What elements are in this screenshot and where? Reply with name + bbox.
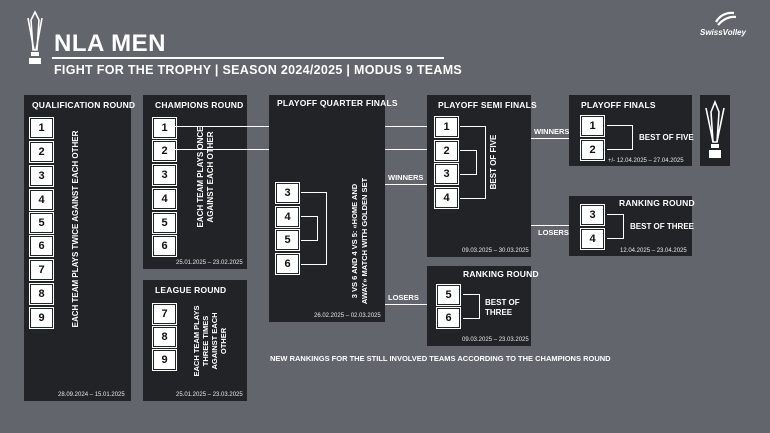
league-round-title: LEAGUE ROUND	[155, 285, 227, 295]
ranking-bottom-date: 09.03.2025 – 23.03.2025	[462, 337, 529, 343]
semi-winners-label: WINNERS	[534, 127, 570, 136]
quarter-note: 3 VS 6 AND 4 VS 5: «HOME AND AWAY» MATCH…	[350, 171, 370, 311]
qualification-note: EACH TEAM PLAYS TWICE AGAINST EACH OTHER	[71, 130, 80, 328]
ranking-top-note: BEST OF THREE	[630, 222, 695, 231]
semi-winners-line	[531, 138, 569, 139]
qualification-team-2: 2	[29, 141, 54, 163]
league-team-7: 7	[152, 303, 177, 325]
semi-team-3: 3	[434, 163, 459, 185]
ranking-bottom-team-5: 5	[436, 284, 461, 306]
quarter-team-6: 6	[275, 253, 300, 275]
quarter-winners-line	[385, 184, 427, 185]
trophy-icon	[703, 98, 727, 162]
semi-losers-line	[531, 225, 569, 226]
quarter-note-line1: 3 VS 6 AND 4 VS 5: «HOME AND	[350, 183, 359, 299]
finals-team-1: 1	[580, 115, 605, 137]
ranking-bottom-team-6: 6	[436, 307, 461, 329]
volleyball-icon	[715, 11, 737, 26]
league-note: EACH TEAM PLAYS THREE TIMES AGAINST EACH…	[192, 301, 228, 381]
champions-team-1: 1	[152, 117, 177, 139]
finals-bracket	[607, 125, 633, 150]
semi-finals-title: PLAYOFF SEMI FINALS	[438, 100, 537, 110]
semi-team-4: 4	[434, 187, 459, 209]
ranking-bottom-note-line1: BEST OF	[485, 298, 520, 307]
quarter-team-3: 3	[275, 182, 300, 204]
ranking-bottom-title: RANKING ROUND	[463, 269, 539, 279]
champions-team-4: 4	[152, 188, 177, 210]
ranking-bottom-bracket	[463, 294, 480, 319]
qualification-team-3: 3	[29, 165, 54, 187]
footnote: NEW RANKINGS FOR THE STILL INVOLVED TEAM…	[270, 354, 611, 363]
qualification-round-title: QUALIFICATION ROUND	[32, 100, 136, 110]
ranking-top-bracket	[607, 214, 624, 239]
finals-note: BEST OF FIVE	[639, 133, 694, 142]
ranking-top-team-3: 3	[580, 204, 605, 226]
league-note-line2: THREE TIMES	[201, 315, 210, 367]
finals-team-2: 2	[580, 139, 605, 161]
champions-date: 25.01.2025 – 23.02.2025	[176, 260, 243, 266]
semi-losers-label: LOSERS	[538, 228, 569, 237]
trophy-logo-icon	[24, 10, 46, 68]
finals-title: PLAYOFF FINALS	[581, 100, 656, 110]
brand-logo: SwissVolley	[700, 10, 760, 40]
ranking-bottom-note-line2: THREE	[485, 308, 513, 317]
semi-date: 09.03.2025 – 30.03.2025	[462, 248, 529, 254]
champions-note-line1: EACH TEAM PLAYS ONCE	[196, 126, 205, 228]
semi-bracket-inner	[460, 150, 477, 175]
league-note-line3: AGAINST EACH	[210, 312, 219, 370]
champions-note-line2: AGAINST EACH OTHER	[206, 131, 215, 223]
champions-team-3: 3	[152, 164, 177, 186]
champions-team-5: 5	[152, 212, 177, 234]
champions-note: EACH TEAM PLAYS ONCE AGAINST EACH OTHER	[196, 122, 216, 232]
qualification-team-9: 9	[29, 307, 54, 329]
semi-team-2: 2	[434, 140, 459, 162]
league-note-line1: EACH TEAM PLAYS	[192, 305, 201, 377]
qualification-team-4: 4	[29, 189, 54, 211]
league-date: 25.01.2025 – 23.03.2025	[176, 392, 243, 398]
page-title: NLA MEN	[54, 30, 166, 57]
quarter-losers-label: LOSERS	[388, 293, 419, 302]
title-divider	[52, 57, 444, 59]
ranking-bottom-note: BEST OF THREE	[485, 298, 520, 318]
qualification-team-5: 5	[29, 212, 54, 234]
ranking-top-team-4: 4	[580, 228, 605, 250]
quarter-bracket-inner	[301, 216, 318, 241]
qualification-team-1: 1	[29, 117, 54, 139]
semi-note: BEST OF FIVE	[489, 134, 498, 190]
qualification-team-6: 6	[29, 235, 54, 257]
brand-name: SwissVolley	[700, 28, 746, 37]
semi-bracket-outer	[460, 126, 486, 199]
quarter-team-4: 4	[275, 206, 300, 228]
quarter-winners-label: WINNERS	[388, 173, 424, 182]
page-subtitle: FIGHT FOR THE TROPHY | SEASON 2024/2025 …	[54, 63, 463, 77]
league-note-line4: OTHER	[219, 327, 228, 355]
ranking-top-date: 12.04.2025 – 23.04.2025	[620, 248, 687, 254]
qualification-date: 28.09.2024 – 15.01.2025	[58, 392, 125, 398]
champions-team-2: 2	[152, 140, 177, 162]
semi-team-1: 1	[434, 116, 459, 138]
finals-date: +/- 12.04.2025 – 27.04.2025	[608, 158, 684, 164]
quarter-date: 26.02.2025 – 02.03.2025	[314, 313, 381, 319]
quarter-finals-title: PLAYOFF QUARTER FINALS	[277, 98, 398, 108]
champions-round-title: CHAMPIONS ROUND	[155, 100, 244, 110]
quarter-losers-line	[385, 304, 427, 305]
quarter-note-line2: AWAY» MATCH WITH GOLDEN SET	[360, 177, 369, 305]
ranking-top-title: RANKING ROUND	[619, 198, 695, 208]
league-team-9: 9	[152, 349, 177, 371]
quarter-team-5: 5	[275, 229, 300, 251]
quarter-bracket-outer	[301, 192, 327, 265]
champions-team-6: 6	[152, 235, 177, 257]
qualification-team-8: 8	[29, 283, 54, 305]
league-team-8: 8	[152, 326, 177, 348]
qualification-team-7: 7	[29, 259, 54, 281]
